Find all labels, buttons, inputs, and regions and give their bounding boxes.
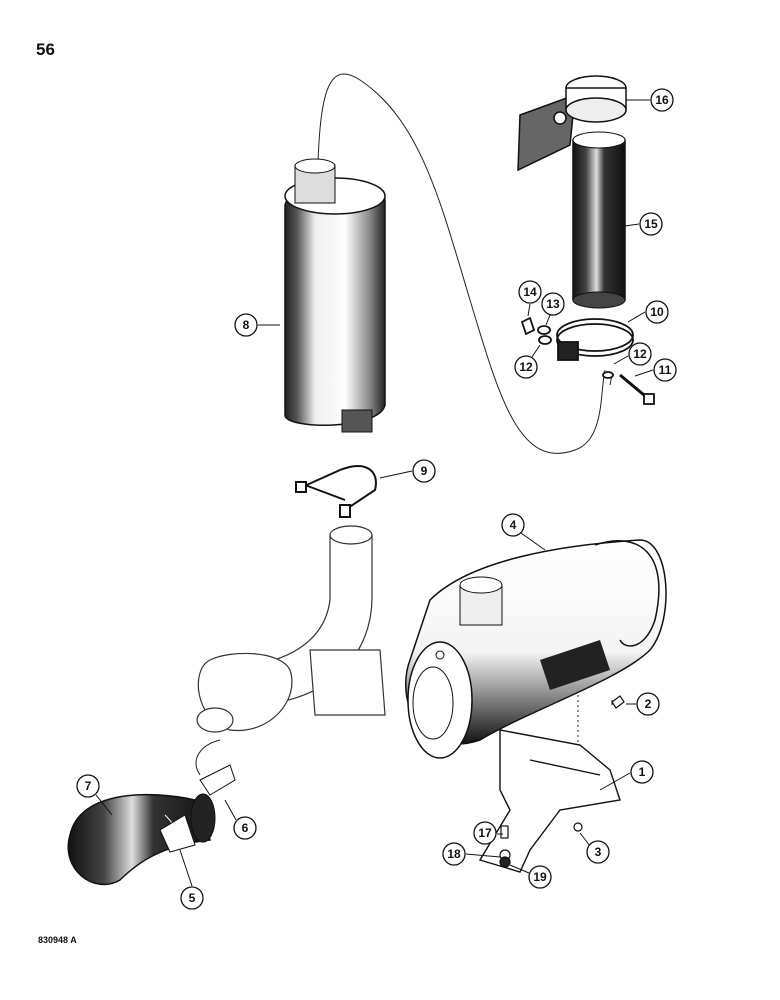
callout-number: 17 — [478, 826, 492, 840]
callout-number: 1 — [639, 765, 646, 779]
callout-circle — [412, 459, 436, 483]
callout-circle — [180, 886, 204, 910]
callout-number: 5 — [189, 891, 196, 905]
callout-15: 15 — [624, 212, 663, 236]
callout-leader-line — [613, 355, 629, 365]
callout-leader-line — [624, 223, 640, 227]
callout-5: 5 — [179, 849, 204, 910]
outlet-tube — [572, 131, 626, 309]
callout-number: 10 — [650, 305, 664, 319]
callout-number: 14 — [523, 285, 537, 299]
callout-13: 13 — [541, 292, 565, 326]
callout-leader-line — [179, 849, 193, 887]
callout-circle — [528, 865, 552, 889]
callout-leader-line — [634, 369, 654, 377]
callout-number: 4 — [510, 518, 517, 532]
drawing-code: 830948 A — [38, 935, 77, 945]
callout-circle — [76, 774, 100, 798]
callout-circle — [234, 313, 258, 337]
callout-19: 19 — [509, 864, 552, 889]
u-bolt-clamp — [295, 465, 377, 518]
band-clamp — [520, 316, 655, 405]
callout-number: 16 — [655, 93, 669, 107]
callout-leader-line — [520, 532, 546, 551]
callout-4: 4 — [501, 513, 546, 551]
callout-10: 10 — [627, 300, 669, 324]
callout-11: 11 — [634, 358, 677, 382]
callout-number: 12 — [633, 347, 647, 361]
callout-6: 6 — [224, 799, 257, 840]
callout-circle — [514, 355, 538, 379]
callout-circle — [586, 840, 610, 864]
callout-number: 12 — [519, 360, 533, 374]
callout-leader-line — [545, 314, 551, 326]
callout-circle — [473, 821, 497, 845]
callout-9: 9 — [379, 459, 436, 483]
callout-leader-line — [224, 799, 237, 821]
callout-leader-line — [379, 470, 413, 479]
fasteners — [499, 695, 625, 868]
callout-circle — [650, 88, 674, 112]
callout-circle — [518, 280, 542, 304]
callout-leader-line — [465, 853, 501, 858]
callout-leader-line — [95, 794, 113, 816]
callout-2: 2 — [626, 692, 660, 716]
callout-14: 14 — [518, 280, 542, 317]
callout-circle — [645, 300, 669, 324]
callout-number: 6 — [242, 821, 249, 835]
callout-leader-line — [579, 832, 591, 847]
callout-circle — [630, 760, 654, 784]
callout-number: 18 — [447, 847, 461, 861]
callout-leader-line — [509, 864, 530, 874]
callout-circle — [636, 692, 660, 716]
callout-number: 3 — [595, 845, 602, 859]
callout-number: 7 — [85, 779, 92, 793]
callout-12a: 12 — [514, 344, 541, 379]
callout-number: 11 — [659, 363, 672, 377]
callout-circle — [639, 212, 663, 236]
callout-leader-line — [527, 303, 531, 317]
rubber-hose — [67, 764, 236, 886]
callout-leader-line — [627, 311, 646, 323]
exhaust-elbow — [196, 525, 386, 733]
callout-17: 17 — [473, 821, 503, 845]
callout-circle — [541, 292, 565, 316]
callout-18: 18 — [442, 842, 501, 866]
rain-cap — [517, 75, 627, 172]
callout-number: 13 — [546, 297, 560, 311]
callout-leader-line — [531, 344, 541, 358]
page-number: 56 — [36, 40, 55, 59]
air-cleaner — [405, 539, 667, 759]
callout-1: 1 — [599, 760, 654, 791]
callout-number: 8 — [243, 318, 250, 332]
callout-16: 16 — [626, 88, 674, 112]
assembly-guide-lines — [195, 73, 613, 850]
callout-12b: 12 — [613, 342, 652, 366]
callout-number: 19 — [533, 870, 547, 884]
callout-circle — [442, 842, 466, 866]
callout-7: 7 — [76, 774, 113, 816]
callout-circle — [233, 816, 257, 840]
mounting-bracket — [478, 729, 621, 873]
callout-circle — [628, 342, 652, 366]
callout-number: 2 — [645, 697, 652, 711]
callout-number: 9 — [421, 464, 428, 478]
callout-3: 3 — [579, 832, 610, 864]
callout-circle — [653, 358, 677, 382]
callout-number: 15 — [644, 217, 658, 231]
callout-circle — [501, 513, 525, 537]
callout-8: 8 — [234, 313, 280, 337]
muffler — [284, 158, 386, 433]
callout-leader-line — [599, 772, 631, 791]
